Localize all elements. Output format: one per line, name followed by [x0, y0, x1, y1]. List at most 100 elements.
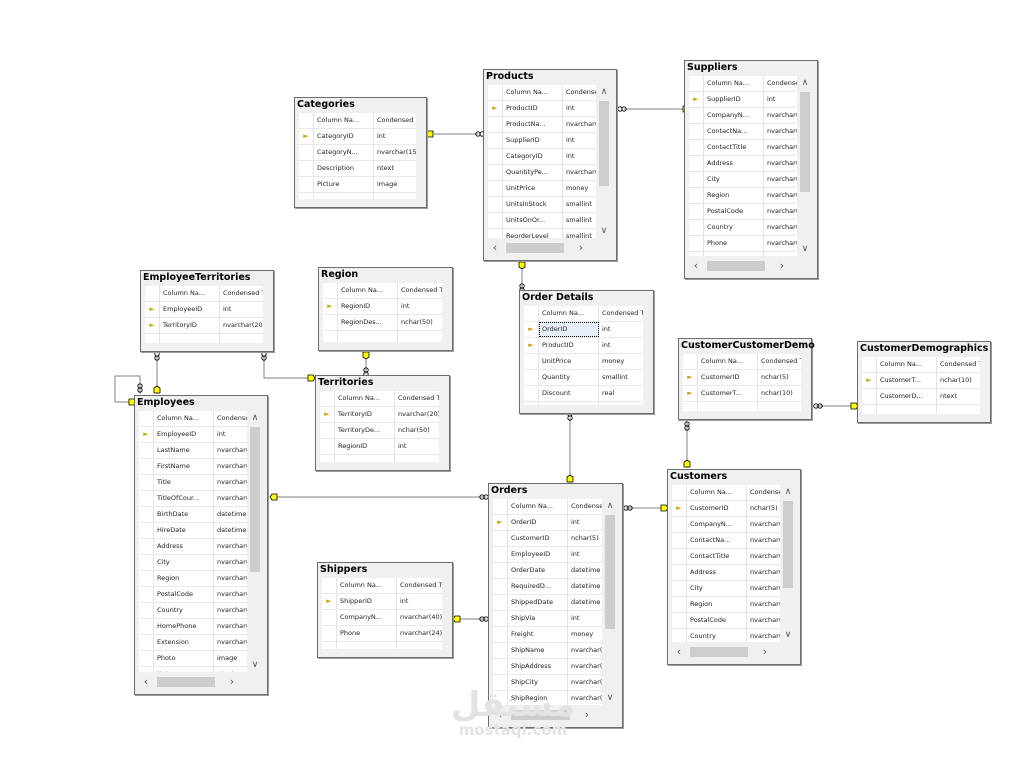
table-title[interactable]: Products — [484, 70, 616, 84]
column-type[interactable]: nvarchar(24) — [764, 252, 797, 256]
column-type[interactable]: nvarchar(40) — [400, 613, 442, 621]
column-type[interactable]: nvarchar(30) — [767, 127, 797, 135]
chevron-right-icon[interactable]: › — [779, 259, 785, 272]
column-name[interactable] — [314, 193, 374, 199]
column-type[interactable]: smallint — [566, 216, 592, 224]
scroll-thumb[interactable] — [605, 515, 615, 629]
column-type[interactable]: ntext — [214, 667, 247, 672]
horizontal-scrollbar[interactable]: ‹› — [672, 644, 778, 660]
column-name[interactable]: ShipName — [508, 643, 568, 658]
column-type[interactable]: nchar(50) — [398, 426, 430, 434]
column-name[interactable]: RegionID — [338, 299, 398, 314]
column-name[interactable]: Address — [154, 539, 214, 554]
column-row[interactable]: ContactNa...nvarchar(30) — [672, 533, 780, 549]
chevron-left-icon[interactable]: ‹ — [492, 241, 498, 254]
column-name[interactable]: ShipCity — [508, 675, 568, 690]
scroll-thumb[interactable] — [250, 427, 260, 572]
header-condensed-type[interactable]: Condensed Ty... — [401, 286, 442, 294]
column-name[interactable]: CustomerID — [687, 501, 747, 516]
column-type[interactable]: money — [566, 184, 589, 192]
column-row[interactable]: RegionDes...nchar(50) — [323, 315, 442, 331]
chevron-up-icon[interactable]: ∧ — [251, 413, 259, 423]
column-type[interactable]: nvarchar(30) — [767, 143, 797, 151]
column-type[interactable]: datetime — [217, 510, 247, 518]
column-type[interactable]: nvarchar(15) — [750, 600, 780, 608]
table-title[interactable]: Customers — [668, 470, 800, 484]
column-name[interactable]: CustomerID — [698, 370, 758, 385]
column-row[interactable]: TitleOfCour...nvarchar(25) — [139, 491, 247, 507]
column-row[interactable]: ►CustomerT...nchar(10) — [862, 373, 980, 389]
column-row[interactable]: UnitsOnOr...smallint — [488, 213, 596, 229]
column-type[interactable]: nvarchar(40) — [767, 111, 797, 119]
scroll-thumb[interactable] — [707, 261, 765, 271]
column-name[interactable]: Quantity — [539, 370, 599, 385]
column-row[interactable]: ContactNa...nvarchar(30) — [689, 124, 797, 140]
column-row[interactable]: CompanyN...nvarchar(40) — [672, 517, 780, 533]
column-type[interactable]: nvarchar(15) — [750, 584, 780, 592]
column-name[interactable]: CategoryN... — [314, 145, 374, 160]
column-name[interactable]: Phone — [704, 236, 764, 251]
column-name[interactable]: CustomerD... — [877, 389, 937, 404]
column-name[interactable]: UnitsOnOr... — [503, 213, 563, 228]
column-type[interactable]: int — [377, 132, 386, 140]
empty-new-row[interactable] — [524, 402, 643, 405]
column-type[interactable]: int — [602, 341, 611, 349]
chevron-right-icon[interactable]: › — [584, 708, 590, 721]
column-name[interactable]: Country — [687, 629, 747, 642]
column-type[interactable]: ntext — [377, 164, 394, 172]
chevron-up-icon[interactable]: ∧ — [784, 487, 792, 497]
header-condensed-type[interactable]: Condensed Ty... — [602, 309, 643, 317]
table-title[interactable]: EmployeeTerritories — [141, 271, 273, 285]
column-name[interactable]: CompanyN... — [687, 517, 747, 532]
chevron-left-icon[interactable]: ‹ — [497, 708, 503, 721]
column-name[interactable]: ShipAddress — [508, 659, 568, 674]
column-name[interactable]: ContactTitle — [704, 140, 764, 155]
table-title[interactable]: CustomerCustomerDemo — [679, 339, 815, 353]
column-type[interactable]: nvarchar(15) — [767, 191, 797, 199]
column-name[interactable]: Address — [704, 156, 764, 171]
table-title[interactable]: CustomerDemographics — [858, 342, 990, 356]
column-type[interactable]: int — [571, 550, 580, 558]
column-name[interactable]: City — [154, 555, 214, 570]
column-name[interactable] — [338, 331, 398, 342]
column-name[interactable]: OrderID — [539, 322, 599, 337]
column-type[interactable]: nvarchar(60) — [217, 542, 247, 550]
column-name[interactable]: Freight — [508, 627, 568, 642]
column-type[interactable]: nvarchar(15) — [571, 678, 602, 686]
column-name[interactable]: CustomerT... — [698, 386, 758, 401]
column-type[interactable]: image — [217, 654, 238, 662]
chevron-right-icon[interactable]: › — [578, 241, 584, 254]
column-row[interactable]: ProductNa...nvarchar(40) — [488, 117, 596, 133]
column-name[interactable]: ReorderLevel — [503, 229, 563, 238]
column-name[interactable]: SupplierID — [503, 133, 563, 148]
column-type[interactable]: smallint — [566, 232, 592, 238]
chevron-down-icon[interactable]: ∨ — [606, 693, 614, 703]
column-name[interactable]: UnitPrice — [503, 181, 563, 196]
column-name[interactable]: CustomerID — [508, 531, 568, 546]
chevron-down-icon[interactable]: ∨ — [801, 244, 809, 254]
header-column-name[interactable]: Column Na... — [508, 499, 568, 514]
column-type[interactable]: datetime — [571, 566, 601, 574]
column-name[interactable]: ContactNa... — [704, 124, 764, 139]
column-type[interactable]: int — [217, 430, 226, 438]
column-name[interactable]: Country — [154, 603, 214, 618]
column-name[interactable]: Country — [704, 220, 764, 235]
column-name[interactable]: TerritoryID — [160, 318, 220, 333]
column-type[interactable]: nchar(10) — [761, 389, 793, 397]
